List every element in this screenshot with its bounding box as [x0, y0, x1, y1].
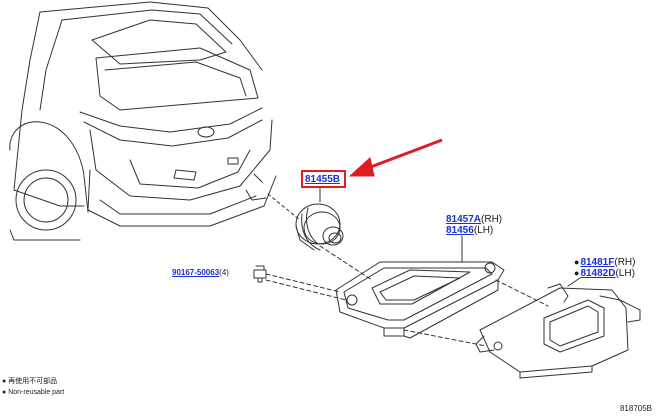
label-81481f: ●81481F(RH): [574, 257, 635, 268]
part-link-81457a[interactable]: 81457A: [446, 214, 482, 225]
license-lamp-drawing: [295, 187, 344, 251]
suffix-lh: (LH): [615, 268, 635, 279]
bracket-drawing: [475, 277, 641, 379]
label-81457a: 81457A(RH): [446, 214, 502, 225]
legend-jp-text: 再使用不可部品: [8, 378, 58, 385]
selected-part-highlight: [301, 170, 346, 188]
non-reusable-bullet-icon: ●: [574, 257, 580, 267]
red-arrow: [348, 138, 443, 177]
label-81482d: ●81482D(LH): [574, 268, 635, 279]
screw-drawing: [253, 265, 267, 283]
label-90167-50063: 90167-50063(4): [172, 267, 229, 278]
part-link-90167-50063[interactable]: 90167-50063: [172, 268, 220, 277]
label-81456: 81456(LH): [446, 225, 493, 236]
part-link-81482d[interactable]: 81482D: [580, 268, 616, 279]
bezel-drawing: [335, 235, 505, 339]
legend-en-text: Non-reusable part: [8, 389, 65, 396]
screw-qty: (4): [219, 268, 229, 277]
non-reusable-bullet-icon: ●: [574, 268, 580, 278]
part-link-81456[interactable]: 81456: [446, 225, 474, 236]
label-81455b: 81455B: [305, 174, 340, 185]
part-link-81481f[interactable]: 81481F: [580, 257, 615, 268]
part-link-81455b[interactable]: 81455B: [305, 174, 341, 185]
suffix-rh: (RH): [614, 257, 636, 268]
dashed-leaders: [265, 245, 549, 347]
diagram-number: 818705B: [619, 404, 652, 413]
suffix-rh: (RH): [481, 214, 503, 225]
vehicle-rear-drawing: [9, 1, 277, 241]
non-reusable-bullet-icon: ●: [2, 389, 7, 396]
non-reusable-bullet-icon: ●: [2, 378, 7, 385]
suffix-lh: (LH): [473, 225, 494, 236]
legend-jp: ● 再使用不可部品: [2, 377, 57, 386]
legend-en: ● Non-reusable part: [2, 388, 64, 397]
